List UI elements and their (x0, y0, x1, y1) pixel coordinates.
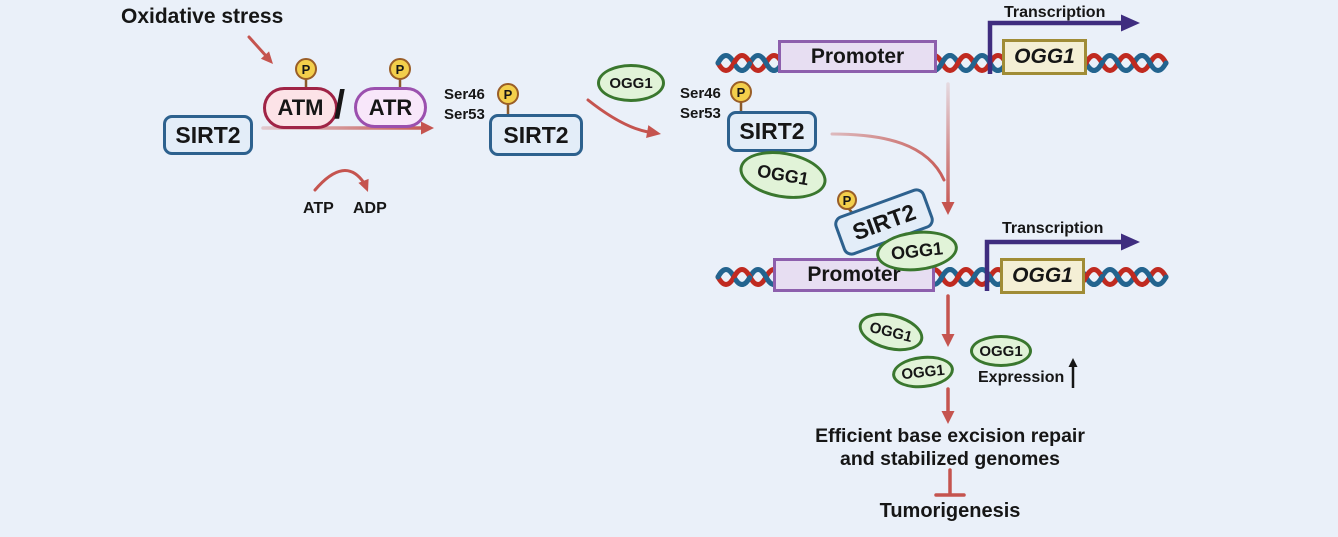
ogg1-gene-box: OGG1 (1002, 39, 1087, 75)
sirt2-label: SIRT2 (739, 118, 805, 144)
atr-label: ATR (368, 94, 413, 120)
ogg1-gene-box: OGG1 (1000, 258, 1085, 294)
ser46-label: Ser46 (680, 85, 721, 102)
expression-up-arrow (1068, 358, 1078, 388)
repair-arrow (941, 387, 955, 424)
ogg1-label: OGG1 (890, 237, 944, 264)
ser46-label: Ser46 (444, 86, 485, 103)
ogg1-label: OGG1 (755, 160, 811, 189)
ogg1-gene-label: OGG1 (1012, 264, 1073, 287)
ogg1-label: OGG1 (979, 342, 1023, 360)
sirt2-unmodified-node: SIRT2 (163, 115, 253, 155)
sirt2-label: SIRT2 (503, 121, 569, 148)
phospho-icon: P (730, 81, 752, 103)
ogg1-protein-node: OGG1 (970, 335, 1032, 367)
transcription-label: Transcription (1002, 220, 1104, 237)
ser53-label: Ser53 (444, 106, 485, 123)
oxidative-stress-label: Oxidative stress (121, 5, 284, 28)
atr-kinase-node: ATR (354, 87, 427, 128)
outcome-text: Efficient base excision repair and stabi… (740, 425, 1160, 470)
outcome-line1: Efficient base excision repair (815, 425, 1085, 447)
promoter-box: Promoter (773, 258, 935, 292)
phospho-icon: P (497, 83, 519, 105)
expression-label: Expression (978, 369, 1065, 386)
promoter-box: Promoter (778, 40, 937, 73)
binding-arrow (586, 98, 661, 138)
transcription-label: Transcription (1004, 4, 1106, 21)
ogg1-label: OGG1 (867, 318, 915, 346)
tumorigenesis-label: Tumorigenesis (879, 500, 1021, 522)
atp-label: ATP (303, 200, 334, 217)
recruitment-arrow (830, 82, 955, 215)
promoter-label: Promoter (810, 44, 905, 68)
outcome-line2: and stabilized genomes (840, 447, 1060, 470)
sirt2-label: SIRT2 (175, 121, 241, 148)
atm-label: ATM (277, 95, 324, 120)
kinase-separator: / (334, 83, 346, 127)
ogg1-label: OGG1 (900, 361, 946, 383)
phospho-icon: P (837, 190, 857, 210)
adp-label: ADP (353, 200, 387, 217)
oxidative-stress-arrow (247, 35, 273, 64)
ogg1-gene-label: OGG1 (1014, 45, 1075, 68)
transcription-arrow-top (987, 14, 1140, 74)
sirt2-phosphorylated-node: SIRT2 (489, 114, 583, 156)
atp-adp-arrow (313, 169, 369, 192)
atm-kinase-node: ATM (263, 87, 338, 129)
ser53-label: Ser53 (680, 105, 721, 122)
sirt2-complex-node: SIRT2 (727, 111, 817, 152)
phospho-icon: P (295, 58, 317, 80)
ogg1-protein-node: OGG1 (597, 64, 665, 102)
expression-output-arrow (941, 294, 955, 347)
ogg1-label: OGG1 (609, 74, 653, 92)
inhibition-bar (934, 468, 966, 497)
phospho-icon: P (389, 58, 411, 80)
promoter-label: Promoter (807, 263, 901, 286)
transcription-arrow-bottom (984, 233, 1140, 291)
